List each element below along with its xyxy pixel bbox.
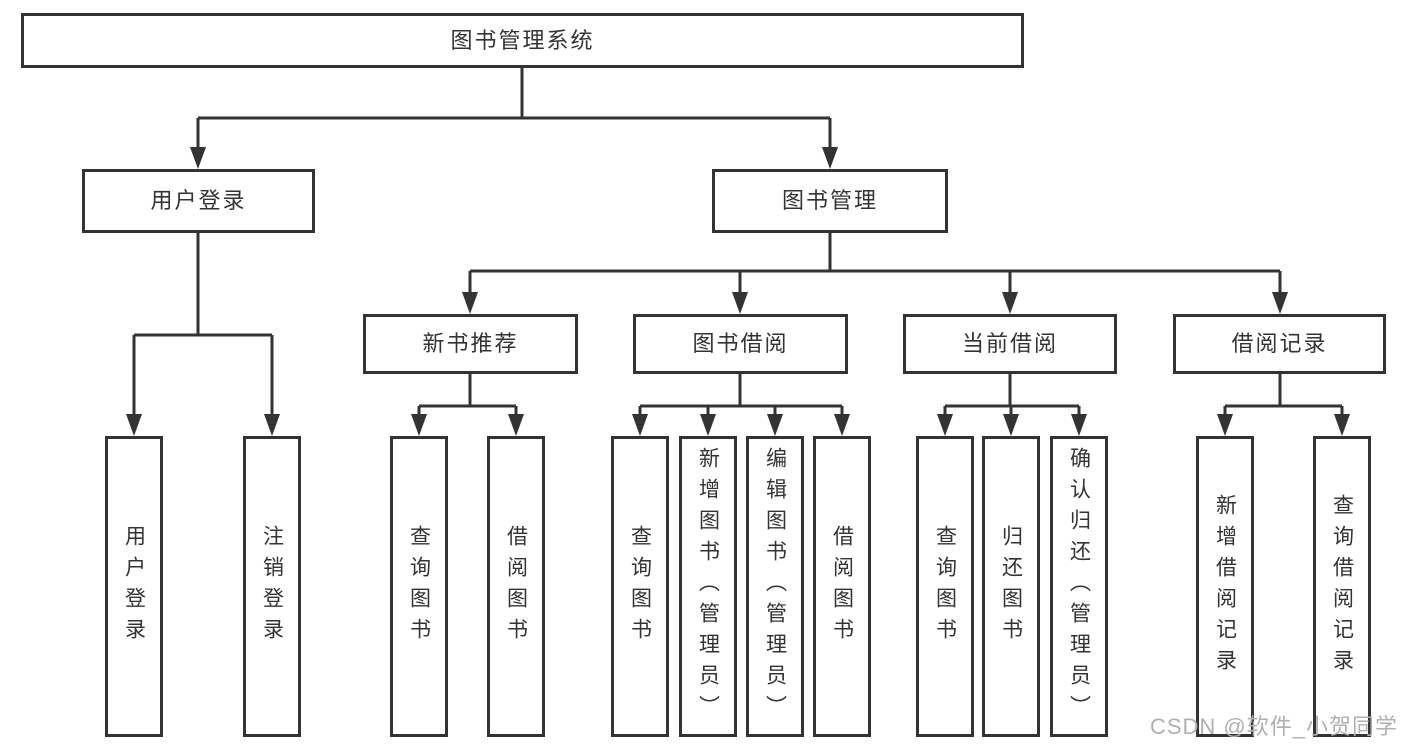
- leaf-query-books-recommend-label: 查询图书: [407, 524, 431, 649]
- leaf-query-books-current: 查询图书: [916, 436, 974, 737]
- node-current-borrowing-label: 当前借阅: [961, 331, 1058, 356]
- leaf-user-login-label: 用户登录: [122, 524, 146, 649]
- leaf-edit-books-admin-label: 编辑图书（管理员）: [763, 447, 787, 726]
- node-book-borrowing-label: 图书借阅: [692, 331, 789, 356]
- leaf-add-borrow-record: 新增借阅记录: [1196, 436, 1254, 737]
- node-borrowing-records-label: 借阅记录: [1231, 331, 1328, 356]
- node-user-login-label: 用户登录: [150, 188, 247, 213]
- leaf-borrow-books-recommend-label: 借阅图书: [504, 524, 528, 649]
- leaf-query-borrow-record-label: 查询借阅记录: [1330, 493, 1354, 680]
- leaf-confirm-return-admin-label: 确认归还（管理员）: [1067, 447, 1091, 726]
- node-borrowing-records: 借阅记录: [1173, 314, 1386, 374]
- csdn-watermark: CSDN @软件_小贺同学: [1149, 714, 1398, 739]
- leaf-borrow-books: 借阅图书: [813, 436, 871, 737]
- node-root-system: 图书管理系统: [21, 13, 1024, 68]
- leaf-add-books-admin: 新增图书（管理员）: [679, 436, 737, 737]
- node-user-login: 用户登录: [82, 169, 315, 233]
- leaf-query-books-borrowing: 查询图书: [611, 436, 669, 737]
- leaf-add-books-admin-label: 新增图书（管理员）: [696, 447, 720, 726]
- leaf-return-books: 归还图书: [982, 436, 1040, 737]
- node-new-book-recommend: 新书推荐: [363, 314, 578, 374]
- leaf-add-borrow-record-label: 新增借阅记录: [1213, 493, 1237, 680]
- node-new-book-recommend-label: 新书推荐: [422, 331, 519, 356]
- arrowhead-icons: [126, 147, 1350, 436]
- node-current-borrowing: 当前借阅: [903, 314, 1117, 374]
- leaf-logout: 注销登录: [243, 436, 301, 737]
- node-book-management-label: 图书管理: [781, 188, 878, 213]
- leaf-borrow-books-label: 借阅图书: [830, 524, 854, 649]
- leaf-query-books-borrowing-label: 查询图书: [628, 524, 652, 649]
- node-root-system-label: 图书管理系统: [450, 27, 595, 53]
- leaf-logout-label: 注销登录: [260, 524, 284, 649]
- leaf-user-login: 用户登录: [105, 436, 163, 737]
- leaf-query-borrow-record: 查询借阅记录: [1313, 436, 1371, 737]
- node-book-borrowing: 图书借阅: [633, 314, 848, 374]
- node-book-management: 图书管理: [712, 169, 948, 233]
- leaf-edit-books-admin: 编辑图书（管理员）: [746, 436, 804, 737]
- leaf-query-books-recommend: 查询图书: [390, 436, 448, 737]
- leaf-return-books-label: 归还图书: [999, 524, 1023, 649]
- leaf-confirm-return-admin: 确认归还（管理员）: [1050, 436, 1108, 737]
- leaf-borrow-books-recommend: 借阅图书: [487, 436, 545, 737]
- leaf-query-books-current-label: 查询图书: [933, 524, 957, 649]
